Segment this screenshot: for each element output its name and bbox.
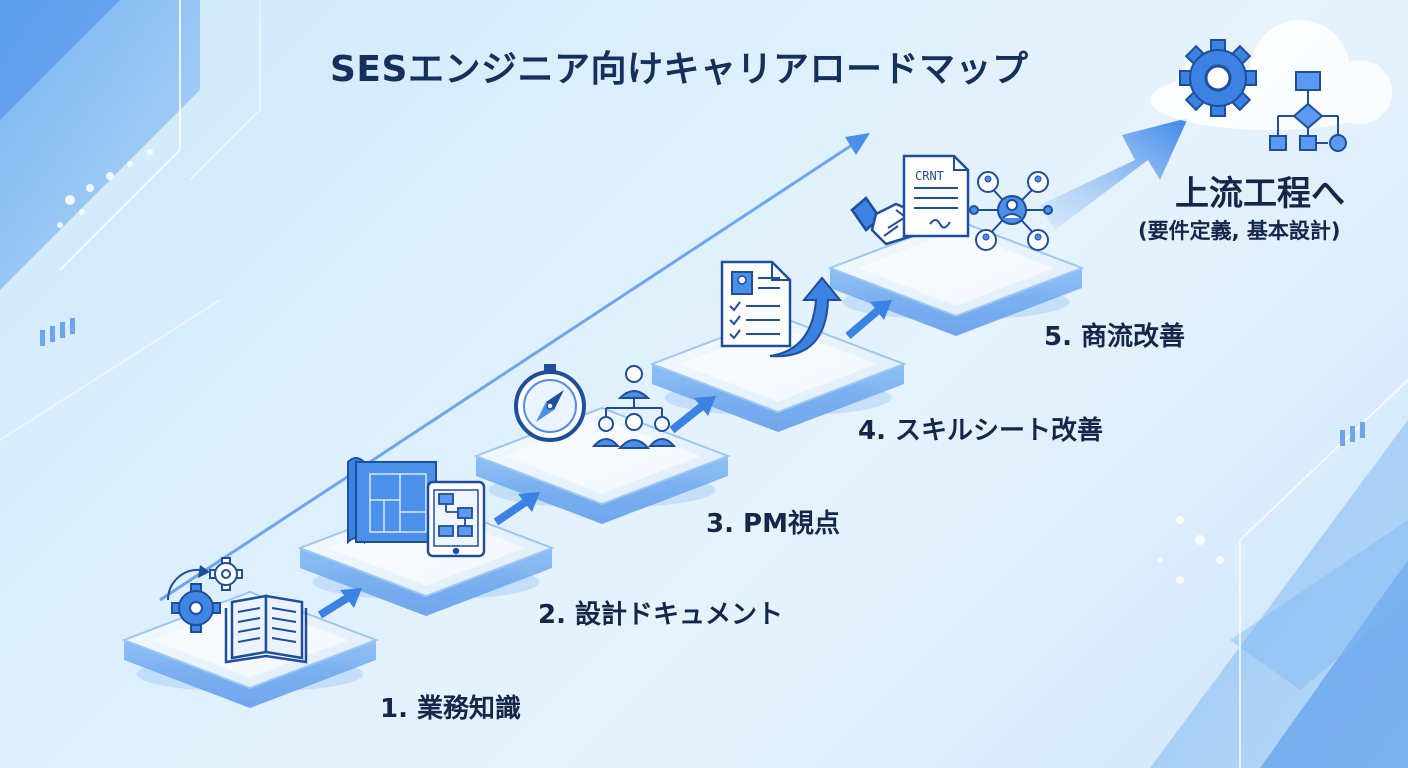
blueprint-icon xyxy=(347,457,437,545)
resume-icon xyxy=(720,260,792,348)
step-label-5: 5. 商流改善 xyxy=(1044,322,1186,352)
contract-doc-text: CRNT xyxy=(915,169,944,183)
step-arrow-2 xyxy=(493,492,540,526)
team-org-icon xyxy=(591,365,677,449)
step-label-3: 3. PM視点 xyxy=(706,509,840,539)
page-title: SESエンジニア向けキャリアロードマップ xyxy=(330,49,1029,90)
trend-arrow xyxy=(159,133,870,602)
contract-document-icon xyxy=(902,154,970,238)
goal-subtitle: (要件定義, 基本設計) xyxy=(1138,219,1341,243)
gears-icon xyxy=(166,557,243,633)
tablet-flowchart-icon xyxy=(426,480,486,558)
flowchart-icon xyxy=(1269,71,1347,152)
compass-icon xyxy=(514,364,586,442)
step-arrow-4 xyxy=(845,300,892,340)
step-label-1: 1. 業務知識 xyxy=(380,694,522,724)
step-arrow-1 xyxy=(317,588,362,619)
gear-icon xyxy=(1179,39,1257,117)
step-platform-5 xyxy=(827,218,1085,336)
book-icon xyxy=(224,594,308,664)
goal-title: 上流工程へ xyxy=(1175,174,1345,214)
step-label-4: 4. スキルシート改善 xyxy=(858,416,1104,446)
network-people-icon xyxy=(969,171,1053,251)
step-label-2: 2. 設計ドキュメント xyxy=(538,600,784,630)
step-arrow-3 xyxy=(669,396,716,434)
goal-arrow xyxy=(1040,118,1188,230)
curved-arrow-up-icon xyxy=(769,276,843,358)
